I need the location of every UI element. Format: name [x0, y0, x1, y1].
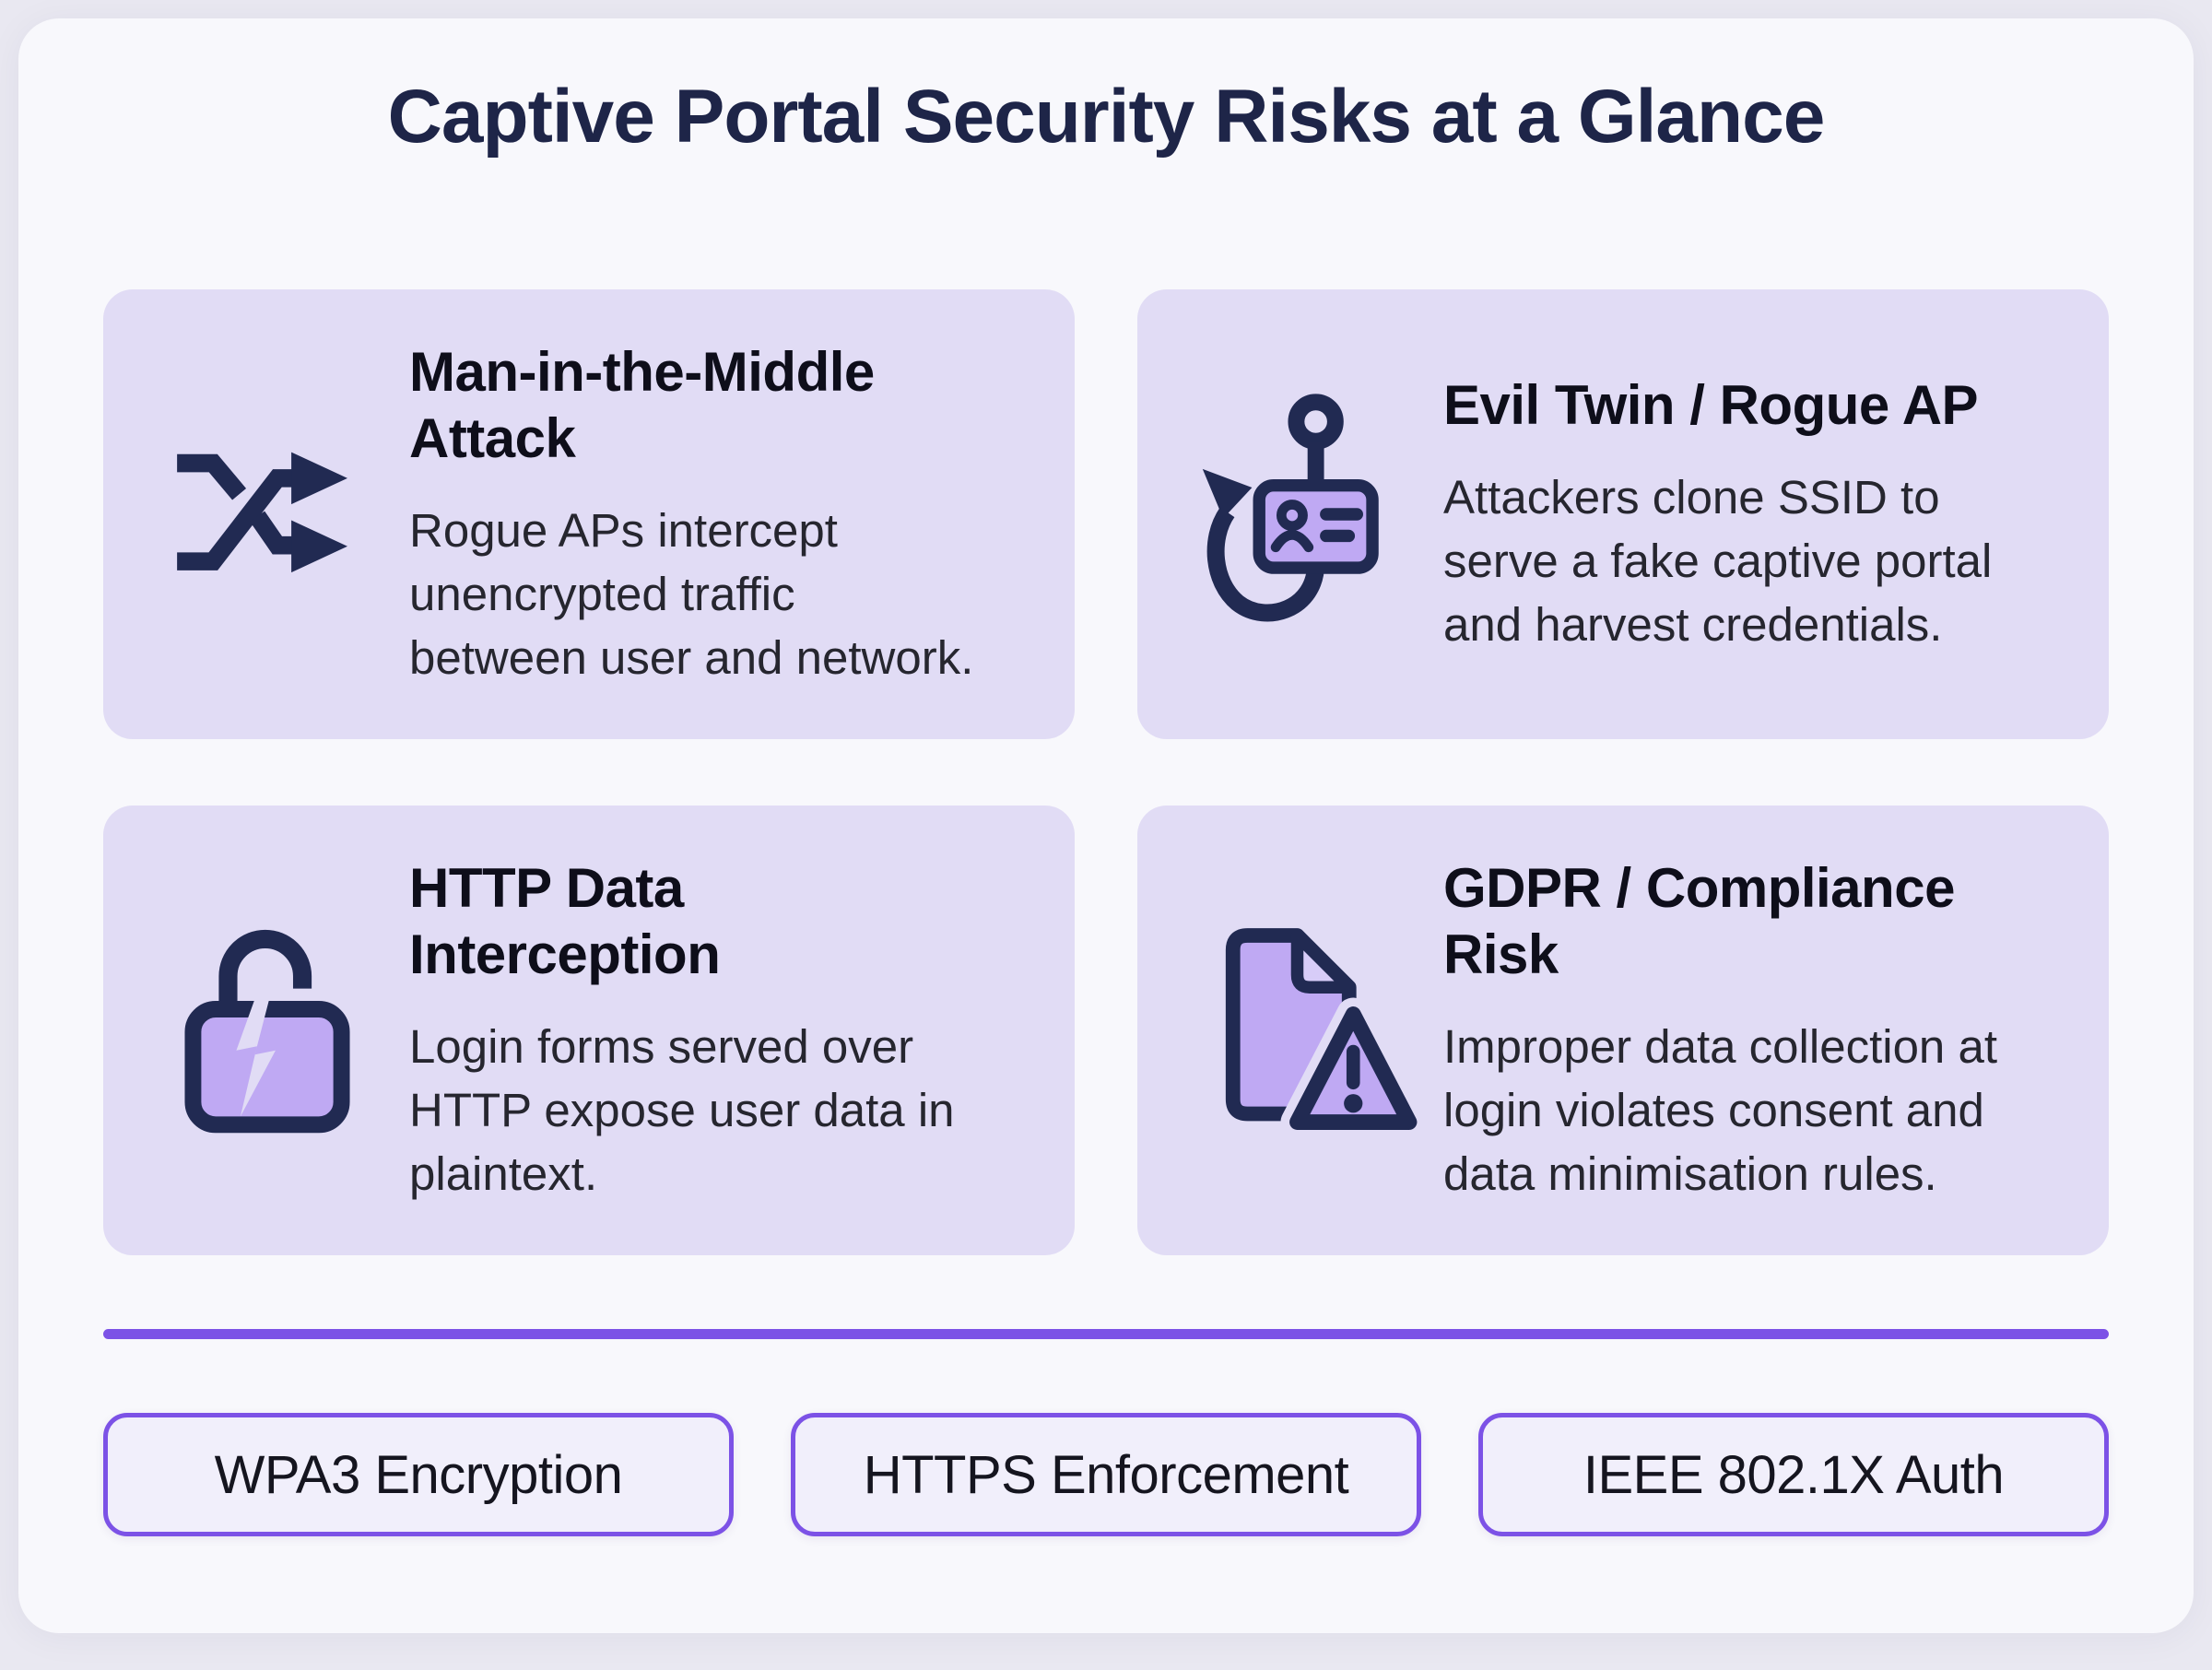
badge-https-enforcement: HTTPS Enforcement: [791, 1413, 1421, 1537]
card-body: Attackers clone SSID to serve a fake cap…: [1443, 471, 1993, 651]
page-title: Captive Portal Security Risks at a Glanc…: [387, 75, 1826, 159]
badge-label: WPA3 Encryption: [214, 1444, 623, 1505]
broken-lock-icon: [151, 923, 383, 1139]
phishing-hook-icon-svg: [1202, 394, 1379, 622]
card-heading: Man-in-the-Middle Attack: [409, 341, 875, 470]
broken-lock-icon-svg: [184, 929, 350, 1134]
mitigation-badges-row: WPA3 Encryption HTTPS Enforcement IEEE 8…: [103, 1413, 2109, 1537]
badge-label: HTTPS Enforcement: [863, 1444, 1349, 1505]
document-warning-icon-svg: [1225, 927, 1418, 1139]
main-panel: Captive Portal Security Risks at a Glanc…: [18, 18, 2194, 1633]
badge-label: IEEE 802.1X Auth: [1583, 1444, 2005, 1505]
document-warning-icon: [1185, 918, 1418, 1144]
card-man-in-the-middle-attack: Man-in-the-Middle Attack Rogue APs inter…: [103, 289, 1075, 740]
card-text-block: GDPR / Compliance Risk Improper data col…: [1443, 855, 2072, 1206]
card-heading: GDPR / Compliance Risk: [1443, 857, 1955, 986]
card-body: Login forms served over HTTP expose user…: [409, 1020, 955, 1200]
risk-cards-grid: Man-in-the-Middle Attack Rogue APs inter…: [103, 289, 2109, 1256]
card-text-block: Evil Twin / Rogue AP Attackers clone SSI…: [1443, 372, 2072, 657]
card-body: Improper data collection at login violat…: [1443, 1020, 1997, 1200]
shuffle-icon: [151, 434, 383, 594]
card-body: Rogue APs intercept unencrypted traffic …: [409, 504, 974, 684]
shuffle-icon-svg: [177, 452, 347, 573]
card-text-block: HTTP Data Interception Login forms serve…: [409, 855, 1038, 1206]
accent-divider: [103, 1329, 2109, 1340]
card-text-block: Man-in-the-Middle Attack Rogue APs inter…: [409, 339, 1038, 690]
card-evil-twin-rogue-ap: Evil Twin / Rogue AP Attackers clone SSI…: [1137, 289, 2109, 740]
badge-wpa3-encryption: WPA3 Encryption: [103, 1413, 734, 1537]
card-heading: HTTP Data Interception: [409, 857, 721, 986]
card-heading: Evil Twin / Rogue AP: [1443, 374, 1979, 437]
phishing-hook-icon: [1185, 391, 1418, 638]
card-gdpr-compliance-risk: GDPR / Compliance Risk Improper data col…: [1137, 806, 2109, 1256]
badge-ieee-8021x-auth: IEEE 802.1X Auth: [1478, 1413, 2109, 1537]
card-http-data-interception: HTTP Data Interception Login forms serve…: [103, 806, 1075, 1256]
